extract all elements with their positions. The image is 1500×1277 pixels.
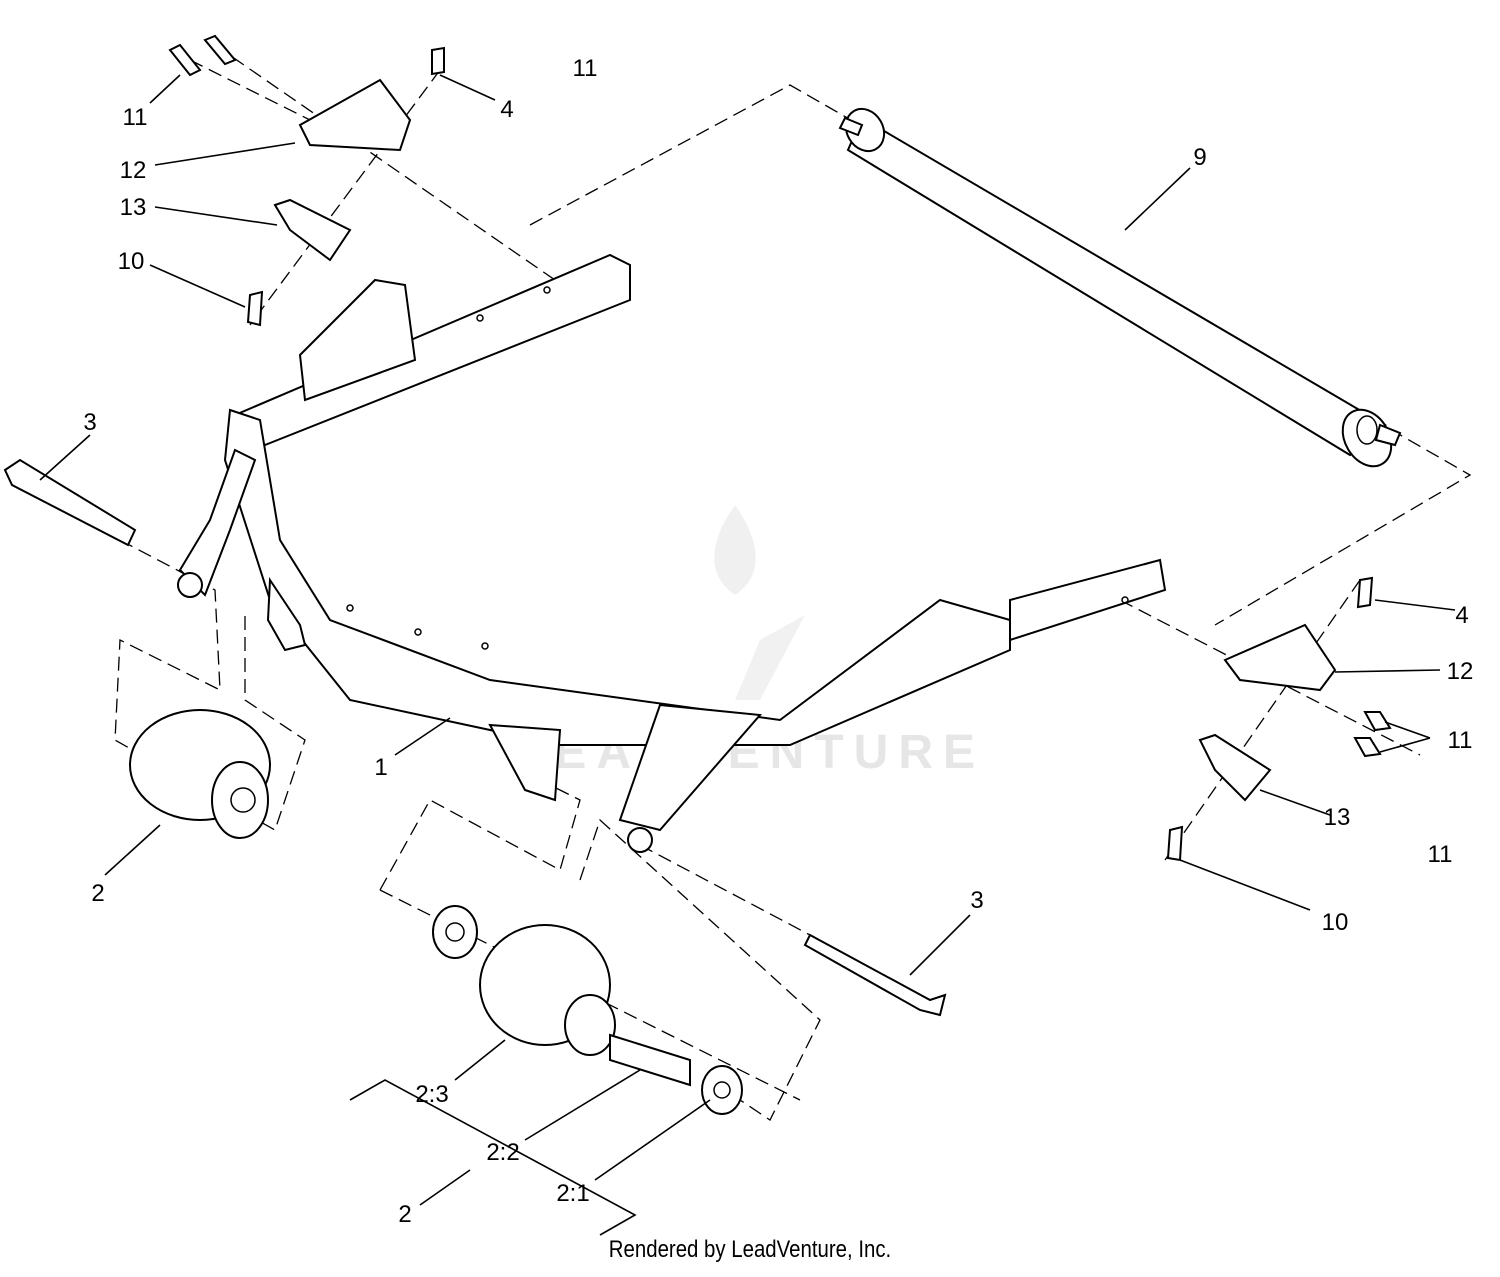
bracket-assembly-top xyxy=(168,34,445,327)
callout-12-top: 12 xyxy=(120,157,147,184)
callout-11-right: 11 xyxy=(1448,727,1473,754)
callout-11-top-left: 11 xyxy=(123,104,148,131)
callout-10-top: 10 xyxy=(118,248,145,275)
bolt-part-3-left xyxy=(3,458,137,547)
callout-3-right: 3 xyxy=(970,887,983,914)
callout-labels: 11 11 4 12 13 10 9 3 1 2 4 12 11 13 11 1… xyxy=(83,55,1473,1228)
callout-4-top: 4 xyxy=(500,96,513,123)
footer-credit: Rendered by LeadVenture, Inc. xyxy=(608,1236,892,1263)
roller-part-9 xyxy=(838,107,1402,468)
callout-13-top: 13 xyxy=(120,194,147,221)
callout-13-right: 13 xyxy=(1324,804,1351,831)
wheel-part-2-left xyxy=(129,709,271,839)
callout-2-3: 2:3 xyxy=(415,1081,448,1108)
callout-12-right: 12 xyxy=(1447,658,1474,685)
callout-11-far-right: 11 xyxy=(1428,841,1453,868)
frame-part-1 xyxy=(177,253,1167,853)
callout-2-1: 2:1 xyxy=(556,1180,589,1207)
bolt-part-3-right xyxy=(803,933,947,1017)
watermark-logo-icon xyxy=(695,505,805,700)
callout-2-bottom: 2 xyxy=(398,1201,411,1228)
callout-3-left: 3 xyxy=(83,409,96,436)
callout-1: 1 xyxy=(374,754,387,781)
leader-lines xyxy=(39,74,1456,1236)
callout-2-left: 2 xyxy=(91,880,104,907)
callout-10-right: 10 xyxy=(1322,909,1349,936)
callout-11-top-center: 11 xyxy=(573,55,598,82)
bracket-assembly-right xyxy=(1166,576,1392,862)
wheel-part-2-exploded xyxy=(432,905,743,1115)
assembly-lines xyxy=(114,44,1472,1121)
callout-2-2: 2:2 xyxy=(486,1139,519,1166)
callout-9: 9 xyxy=(1193,144,1206,171)
callout-4-right: 4 xyxy=(1455,602,1468,629)
